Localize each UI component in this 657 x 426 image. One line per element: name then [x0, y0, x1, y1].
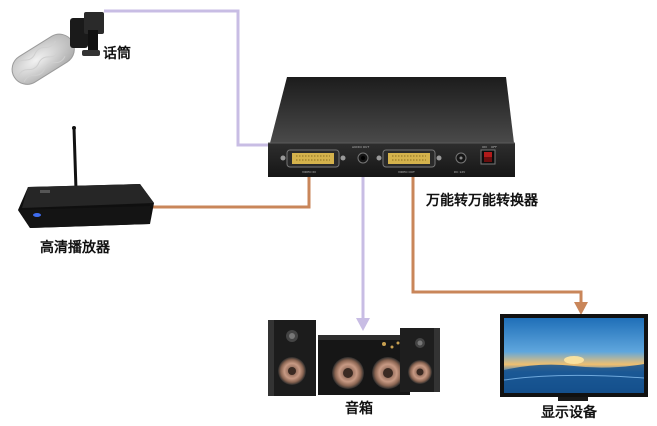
- microphone-label: 话筒: [103, 46, 131, 62]
- video-cables: [149, 166, 588, 315]
- power-switch-icon: [480, 149, 496, 165]
- port-label-video-in: VIDEO IN: [302, 170, 316, 174]
- port-label-on: ON: [482, 145, 487, 149]
- media-player-icon: [18, 126, 154, 228]
- dc-power-port-icon: [455, 152, 467, 164]
- speaker-cable-arrow: [356, 318, 370, 331]
- video-out-port-icon: [376, 149, 442, 168]
- display-cable: [411, 166, 583, 306]
- audio-out-port-icon: [357, 152, 369, 164]
- display-cable-arrow: [574, 302, 588, 315]
- speakers-icon: [268, 320, 440, 396]
- port-label-off: OFF: [491, 145, 497, 149]
- port-label-audio-out: AUDIO OUT: [352, 145, 369, 149]
- video-in-port-icon: [280, 149, 346, 168]
- display-label: 显示设备: [541, 405, 597, 421]
- port-label-dc: DC 12V: [454, 170, 466, 174]
- converter-device: AUDIO OUT VIDEO IN VIDEO OUT DC 12V ON O…: [268, 77, 515, 177]
- port-label-video-out: VIDEO OUT: [398, 170, 415, 174]
- converter-label: 万能转万能转换器: [426, 193, 538, 209]
- display-tv-icon: [500, 314, 648, 401]
- microphone-icon: [11, 12, 104, 85]
- media-player-label: 高清播放器: [40, 240, 110, 256]
- player-cable: [149, 166, 311, 209]
- speakers-label: 音箱: [345, 401, 373, 417]
